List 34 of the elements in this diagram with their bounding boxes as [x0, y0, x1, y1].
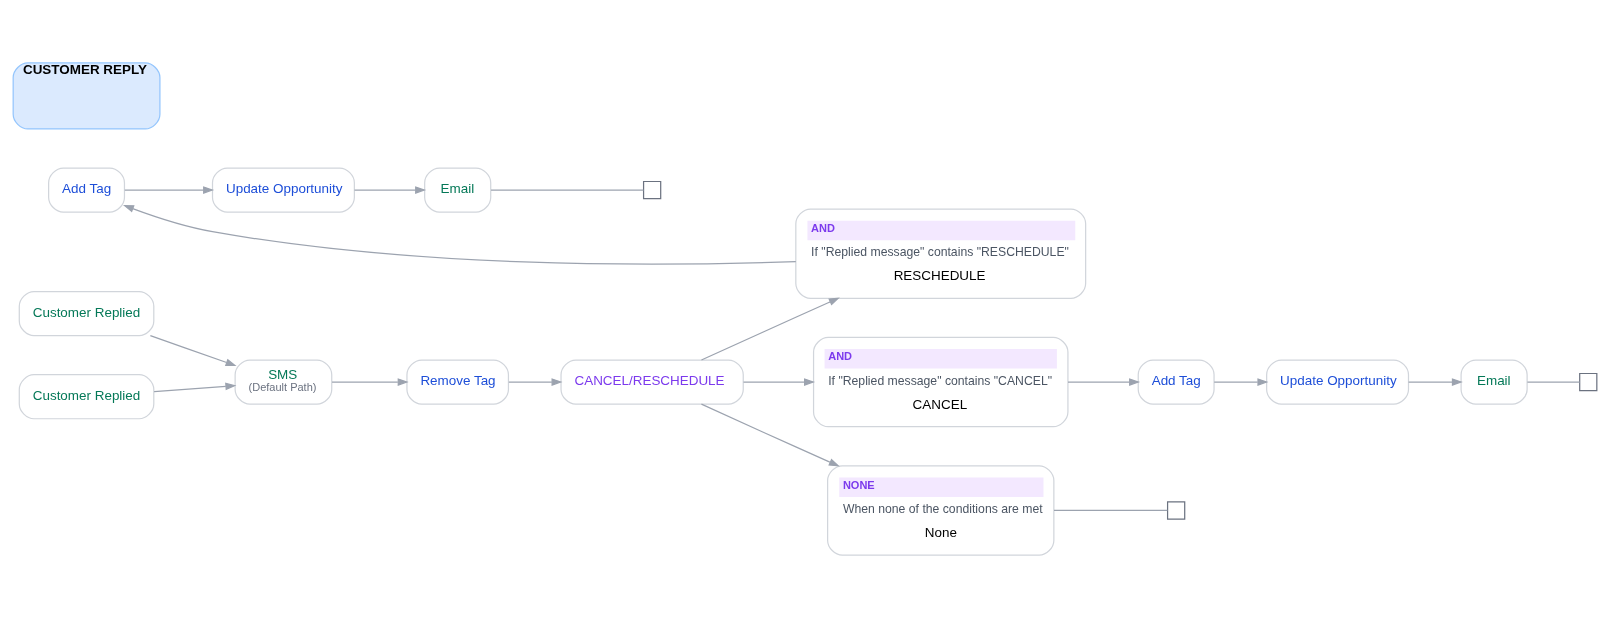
node-box — [642, 180, 662, 200]
connector — [490, 189, 645, 191]
node-box: SMS (Default Path) — [234, 359, 333, 405]
node-box: Email — [1460, 359, 1528, 405]
connector — [1526, 381, 1581, 383]
node-box: Customer Replied — [18, 290, 155, 337]
node-box: AND If "Replied message" contains "CANCEL" CANCEL — [812, 336, 1069, 428]
connector — [1053, 509, 1168, 512]
node-box: Email — [424, 167, 492, 213]
node-box: NONE When none of the conditions are met None — [827, 465, 1055, 556]
node-box: Add Tag — [1137, 359, 1215, 405]
node-box: Add Tag — [48, 167, 126, 213]
arrow — [742, 378, 816, 386]
node-box: Remove Tag — [406, 359, 510, 405]
arrow — [153, 382, 237, 393]
node-box: CUSTOMER REPLY — [12, 62, 161, 130]
node-box: Customer Replied — [18, 374, 155, 420]
arrow — [1408, 378, 1463, 386]
arrow — [331, 378, 409, 386]
arrow — [149, 335, 237, 366]
node-box: CANCEL/RESCHEDULE — [560, 359, 744, 405]
arrow — [700, 297, 840, 361]
arrow — [508, 378, 563, 386]
node-box — [1167, 501, 1186, 520]
node-box — [1579, 372, 1598, 392]
arrow — [1067, 378, 1141, 386]
node-box: AND If "Replied message" contains "RESCHEDULE" RESCHEDULE — [795, 208, 1087, 299]
arrow — [124, 186, 215, 194]
node-box: Update Opportunity — [1266, 359, 1410, 405]
arrow — [122, 204, 797, 265]
arrow — [700, 403, 840, 467]
arrow — [1213, 378, 1269, 386]
node-box: Update Opportunity — [211, 167, 355, 213]
arrow — [353, 186, 427, 194]
